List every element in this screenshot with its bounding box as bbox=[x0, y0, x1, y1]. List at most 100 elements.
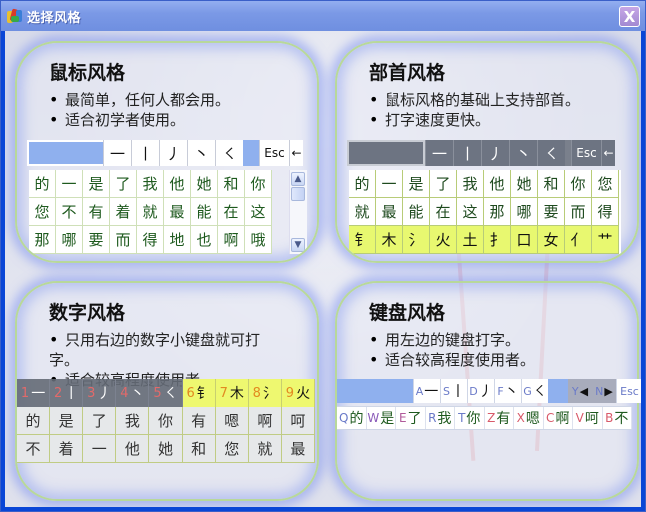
candidate-cell[interactable]: 在 bbox=[430, 198, 457, 226]
radical-cell[interactable]: 氵 bbox=[403, 226, 430, 254]
candidate-cell[interactable]: 最 bbox=[281, 435, 315, 463]
candidate-cell[interactable]: 有 bbox=[182, 407, 216, 435]
stroke-key[interactable]: 丶 bbox=[187, 140, 215, 166]
radical-cell[interactable]: 女 bbox=[538, 226, 565, 254]
candidate-cell[interactable]: 他 bbox=[116, 435, 150, 463]
candidate-cell[interactable]: 和 bbox=[538, 170, 565, 198]
candidate-cell[interactable]: 得 bbox=[592, 198, 619, 226]
candidate-cell[interactable]: 啊 bbox=[248, 407, 282, 435]
stroke-key[interactable]: 丿 bbox=[159, 140, 187, 166]
prev-page-button[interactable]: Y◀ bbox=[568, 379, 592, 403]
candidate-cell[interactable]: 了 bbox=[83, 407, 117, 435]
radical-cell[interactable]: 钅 bbox=[349, 226, 376, 254]
candidate-cell[interactable]: 他 bbox=[164, 170, 191, 198]
candidate-cell[interactable]: 这 bbox=[457, 198, 484, 226]
candidate-cell[interactable]: 是 bbox=[83, 170, 110, 198]
candidate-cell[interactable]: 要 bbox=[538, 198, 565, 226]
style-card-radical[interactable]: 部首风格 鼠标风格的基础上支持部首。 打字速度更快。 一 丨 丿 丶 ㇛ Esc… bbox=[335, 41, 639, 263]
candidate-cell[interactable]: 我 bbox=[137, 170, 164, 198]
backspace-key[interactable]: ← bbox=[289, 140, 303, 166]
candidate-cell[interactable]: 的 bbox=[349, 170, 376, 198]
candidate-cell[interactable]: 在 bbox=[218, 198, 245, 226]
candidate-cell[interactable]: 也 bbox=[191, 226, 218, 254]
candidate-cell[interactable]: 您 bbox=[215, 435, 249, 463]
candidate-cell[interactable]: 要 bbox=[83, 226, 110, 254]
esc-key[interactable]: Esc bbox=[259, 140, 289, 166]
candidate-cell[interactable]: 哪 bbox=[56, 226, 83, 254]
candidate-cell[interactable]: 一 bbox=[56, 170, 83, 198]
radical-cell[interactable]: 火 bbox=[430, 226, 457, 254]
candidate-cell[interactable]: 不 bbox=[17, 435, 51, 463]
radical-cell[interactable]: 扌 bbox=[484, 226, 511, 254]
radical-cell[interactable]: 亻 bbox=[565, 226, 592, 254]
candidate-cell[interactable]: 你 bbox=[149, 407, 183, 435]
candidate-cell[interactable]: 您 bbox=[592, 170, 619, 198]
candidate-cell[interactable]: 不 bbox=[56, 198, 83, 226]
numeric-key[interactable]: 5㇛ bbox=[149, 379, 183, 407]
candidate-cell[interactable]: 而 bbox=[565, 198, 592, 226]
candidate-cell[interactable]: 啊 bbox=[218, 226, 245, 254]
candidate-cell[interactable]: 了 bbox=[430, 170, 457, 198]
stroke-key[interactable]: 丨 bbox=[453, 140, 481, 166]
candidate-cell[interactable]: 能 bbox=[403, 198, 430, 226]
candidate-cell[interactable]: 地 bbox=[164, 226, 191, 254]
candidate-cell[interactable]: 就 bbox=[349, 198, 376, 226]
candidate-cell[interactable]: 嗯 bbox=[215, 407, 249, 435]
close-button[interactable]: X bbox=[619, 6, 640, 27]
candidate-cell[interactable]: 得 bbox=[137, 226, 164, 254]
candidate-cell[interactable]: 哪 bbox=[511, 198, 538, 226]
esc-key[interactable]: Esc bbox=[616, 379, 641, 403]
candidate-cell[interactable]: 了 bbox=[110, 170, 137, 198]
candidate-cell[interactable]: 而 bbox=[110, 226, 137, 254]
candidate-cell[interactable]: 那 bbox=[484, 198, 511, 226]
radical-cell[interactable]: 口 bbox=[511, 226, 538, 254]
stroke-key[interactable]: ㇛ bbox=[537, 140, 565, 166]
stroke-key[interactable]: 一 bbox=[425, 140, 453, 166]
candidate-cell[interactable]: 最 bbox=[376, 198, 403, 226]
candidate-cell[interactable]: 你 bbox=[245, 170, 272, 198]
stroke-key[interactable]: 丶 bbox=[509, 140, 537, 166]
next-page-button[interactable]: N▶ bbox=[592, 379, 616, 403]
radical-cell[interactable]: 木 bbox=[376, 226, 403, 254]
candidate-cell[interactable]: 就 bbox=[248, 435, 282, 463]
candidate-cell[interactable]: 你 bbox=[565, 170, 592, 198]
candidate-cell[interactable]: 着 bbox=[110, 198, 137, 226]
candidate-cell[interactable]: 和 bbox=[218, 170, 245, 198]
candidate-cell[interactable]: 和 bbox=[182, 435, 216, 463]
candidate-cell[interactable]: 最 bbox=[164, 198, 191, 226]
candidate-cell[interactable]: 我 bbox=[116, 407, 150, 435]
candidate-cell[interactable]: 着 bbox=[50, 435, 84, 463]
style-card-mouse[interactable]: 鼠标风格 最简单，任何人都会用。 适合初学者使用。 一 丨 丿 丶 ㇛ Esc … bbox=[15, 41, 319, 263]
radical-cell[interactable]: 艹 bbox=[592, 226, 619, 254]
stroke-key[interactable]: 丿 bbox=[481, 140, 509, 166]
stroke-key[interactable]: ㇛ bbox=[215, 140, 243, 166]
candidate-cell[interactable]: 她 bbox=[191, 170, 218, 198]
candidate-cell[interactable]: 他 bbox=[484, 170, 511, 198]
candidate-cell[interactable]: 能 bbox=[191, 198, 218, 226]
candidate-cell[interactable]: 一 bbox=[376, 170, 403, 198]
candidate-cell[interactable]: 我 bbox=[457, 170, 484, 198]
candidate-cell[interactable]: 她 bbox=[511, 170, 538, 198]
candidate-cell[interactable]: 呵 bbox=[281, 407, 315, 435]
candidate-cell[interactable]: 这 bbox=[245, 198, 272, 226]
scroll-thumb[interactable] bbox=[291, 187, 305, 201]
candidate-cell[interactable]: 是 bbox=[403, 170, 430, 198]
candidate-cell[interactable]: 哦 bbox=[245, 226, 272, 254]
candidate-cell[interactable]: 的 bbox=[17, 407, 51, 435]
